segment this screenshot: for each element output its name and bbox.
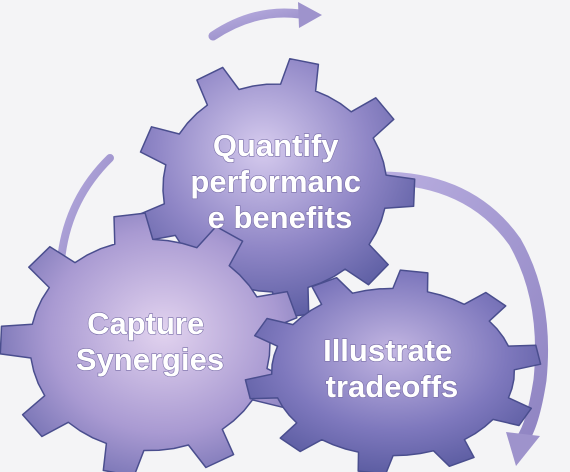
gear-right [244,269,542,472]
gear-top-label-line: performanc [190,164,361,199]
cycle-arrow-top [208,2,322,41]
gear-right-body [244,269,542,472]
gear-right-label-line: Illustrate [323,333,452,368]
gear-right-label-line: tradeoffs [326,369,459,404]
gear-left-label-line: Synergies [76,342,224,377]
gear-left-label-line: Capture [87,306,204,341]
gear-left [0,212,298,472]
gear-left-body [0,212,298,472]
gear-left-label: Capture Synergies [76,306,224,377]
gear-top-label-line: e benefits [208,200,353,235]
cycle-arrow-right [373,171,549,466]
gear-top-label-line: Quantify [213,128,339,163]
gear-right-label: Illustrate tradeoffs [323,333,461,404]
gear-top-label: Quantify performanc e benefits [190,128,369,235]
